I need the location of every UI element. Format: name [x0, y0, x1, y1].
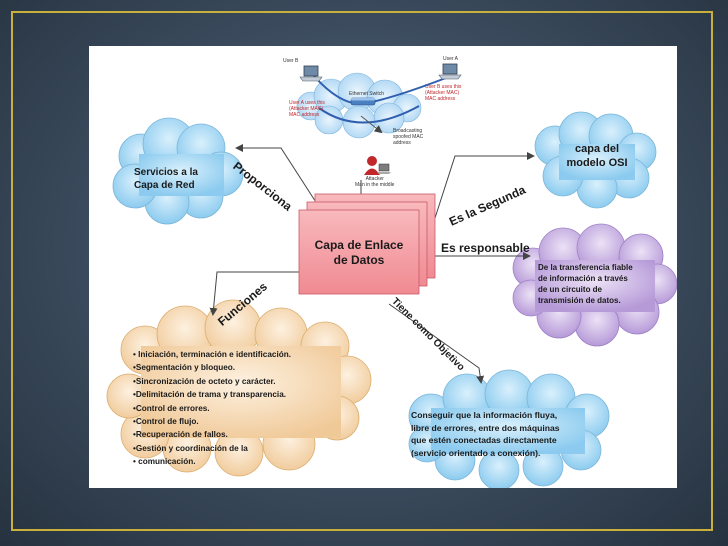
- funcion-item: •Gestión y coordinación de la: [133, 443, 248, 453]
- center-box-stack: [298, 193, 436, 295]
- center-title: Capa de Enlace de Datos: [314, 238, 404, 267]
- label-a-uses: User A uses this (Attacker MAC) MAC addr…: [289, 100, 325, 118]
- user-b-laptop-icon: [299, 65, 323, 82]
- connector-funciones: [209, 271, 299, 316]
- slide-canvas: User B User A User A uses this (Attacker…: [89, 46, 677, 488]
- link-curve-bottom: [318, 105, 420, 124]
- cloud-funciones-shape: [106, 299, 372, 477]
- cloud-funciones-list: • Iniciación, terminación e identificaci…: [133, 348, 291, 469]
- connectors: [209, 144, 535, 384]
- user-a-laptop-icon: [438, 63, 462, 80]
- cloud-responsable-text: De la transferencia fiable de informació…: [538, 263, 633, 305]
- connector-es-la-segunda: [434, 152, 535, 219]
- label-switch: Ethernet Switch: [349, 91, 385, 97]
- funcion-item: •Delimitación de trama y transparencia.: [133, 390, 287, 400]
- cloud-objetivo-shape: [408, 369, 610, 488]
- funcion-item: • comunicación.: [133, 457, 196, 467]
- funcion-item: •Control de errores.: [133, 403, 210, 413]
- funcion-item: •Control de flujo.: [133, 417, 199, 427]
- attacker-person-icon: [364, 156, 391, 175]
- label-b-uses: User B uses this (Attacker MAC) MAC addr…: [425, 84, 462, 102]
- cloud-osi-text: capa del modelo OSI: [566, 143, 628, 169]
- cloud-objetivo-text: Conseguir que la información fluya, libr…: [411, 410, 560, 458]
- cloud-servicios-shape: [112, 117, 244, 225]
- cloud-servicios-text: Servicios a la Capa de Red: [134, 167, 198, 191]
- label-user-a: User A: [443, 56, 459, 62]
- label-user-b: User B: [283, 58, 299, 64]
- funcion-item: •Sincronización de octeto y carácter.: [133, 376, 276, 386]
- cloud-osi-shape: [534, 111, 657, 209]
- network-illustration: [296, 63, 462, 175]
- label-attacker: Attacker Man in the middle: [355, 176, 395, 188]
- label-broadcasting: Broadcasting spoofed MAC address: [393, 128, 424, 146]
- ethernet-switch-icon: [350, 97, 376, 106]
- connector-proporciona: [235, 144, 322, 211]
- funcion-item: •Recuperación de fallos.: [133, 430, 228, 440]
- funcion-item: • Iniciación, terminación e identificaci…: [133, 350, 292, 359]
- funcion-item: •Segmentación y bloqueo.: [133, 363, 236, 373]
- cloud-responsable-shape: [512, 223, 677, 347]
- spoof-arrow: [360, 115, 383, 134]
- concept-map-graphics: [106, 63, 677, 488]
- slide-frame: [11, 11, 713, 531]
- connector-objetivo: [388, 303, 485, 384]
- connector-label-es-responsable: Es responsable: [441, 241, 530, 255]
